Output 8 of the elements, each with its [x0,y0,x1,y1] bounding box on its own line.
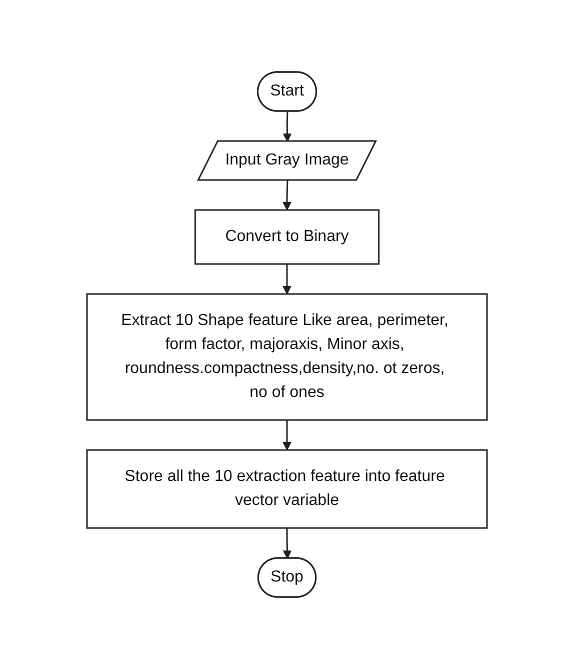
node-box: Store all the 10 extraction feature into feature vector variable [86,449,488,529]
arrow [282,180,291,210]
node-box: Extract 10 Shape feature Like area, perimeter, form factor, majoraxis, Minor axis, roundness.compactness,density,no. ot zeros, no of ones [86,293,488,421]
arrow [282,420,291,450]
node-box: Convert to Binary [194,209,380,265]
arrow [282,111,292,142]
arrow [282,528,292,559]
arrow [282,264,291,294]
